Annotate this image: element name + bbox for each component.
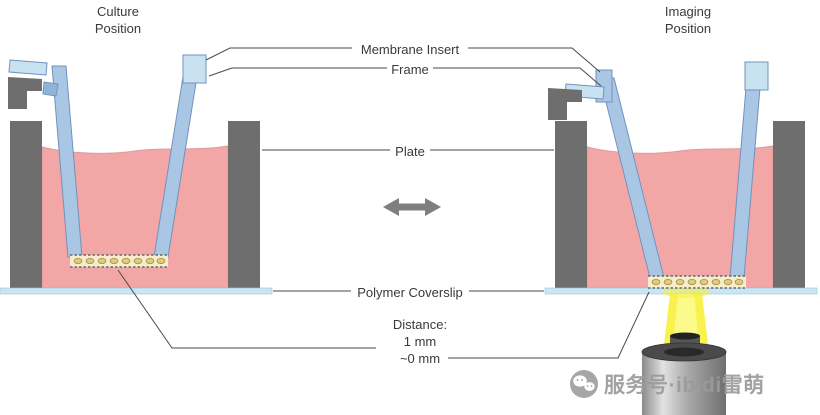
membrane-cells <box>651 279 744 285</box>
watermark-text: 服务号·ibidi雷萌 <box>604 374 765 397</box>
imaging-plate-wall-right <box>773 121 805 288</box>
imaging-insert-holder <box>548 69 613 120</box>
plate-label: Plate <box>395 144 425 159</box>
frame-line-right <box>433 67 602 87</box>
holder-clip-small <box>42 81 59 97</box>
culture-plate-wall-right <box>228 121 260 288</box>
insert-frame-tab <box>744 61 769 91</box>
distance-imaging-value: ~0 mm <box>399 351 441 366</box>
culture-coverslip <box>0 287 273 295</box>
culture-plate-wall-left <box>10 121 42 288</box>
imaging-membrane <box>648 275 746 289</box>
imaging-plate-wall-left <box>555 121 587 288</box>
connector-lines <box>117 47 650 359</box>
membrane-insert-line-left <box>205 47 352 61</box>
membrane-insert-label: Membrane Insert <box>360 42 460 57</box>
culture-diagram <box>0 54 273 295</box>
imaging-diagram <box>544 61 818 415</box>
membrane-cells <box>73 258 166 264</box>
holder-clip <box>548 88 582 120</box>
distance-line-left <box>117 269 376 349</box>
frame-label: Frame <box>391 62 429 77</box>
insert-frame-tab <box>182 54 207 84</box>
left-right-arrow-icon <box>383 198 441 216</box>
frame-line-left <box>208 67 387 77</box>
light-beam <box>662 286 710 344</box>
distance-culture-value: 1 mm <box>403 334 437 349</box>
culture-medium <box>41 145 229 289</box>
distance-heading-label: Distance: <box>392 317 448 332</box>
distance-line-right <box>448 291 650 359</box>
culture-membrane <box>70 254 168 268</box>
wechat-icon <box>570 370 598 398</box>
culture-position-title: Culture Position <box>94 4 142 36</box>
holder-clip <box>8 77 42 109</box>
microscope-objective <box>641 332 727 415</box>
holder-paddle <box>8 59 48 76</box>
culture-insert-holder <box>8 59 59 109</box>
polymer-coverslip-label: Polymer Coverslip <box>357 285 463 300</box>
imaging-position-title: Imaging Position <box>664 4 712 36</box>
membrane-insert-line-right <box>468 47 601 73</box>
